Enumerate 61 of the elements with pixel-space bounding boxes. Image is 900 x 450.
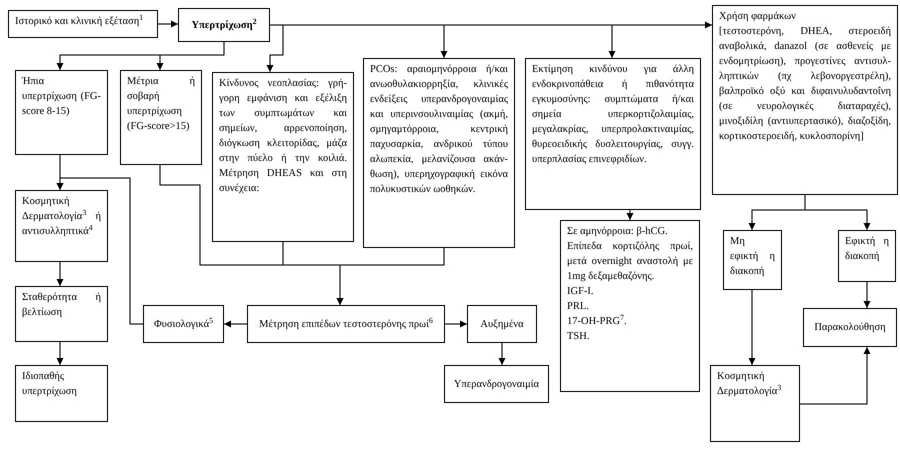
process-box bbox=[560, 220, 700, 392]
arrow bbox=[748, 290, 756, 366]
arrow bbox=[56, 342, 64, 366]
box-text: Παρακολούθηση bbox=[813, 321, 887, 335]
box-text: Κίνδυνος νεοπλασίας: γρή-γορη εμφάνιση και εξέλιξη των συμπτωμάτων και σημείων, αρρενοποίηση, διόγκωση κλειτορίδας, μάζα στην πύελο ή την κοιλιά. Μέτρηση DHEAS και στη συνέχεια: bbox=[219, 77, 347, 196]
process-box bbox=[363, 58, 515, 248]
arrow bbox=[800, 346, 870, 404]
box-text: Κοσμητική Δερματολογία$^{3}$ bbox=[717, 370, 782, 399]
box-text: PCOs: αραιομηνόρροια ή/και ανωοθυλακιορρηξία, κλινικές ενδείξεις υπερανδρογοναιμίας και υπερινσουλιναιμίας (ακμή, σμηγαμτόρροια, κεντρική παχυσαρκία, ανδρικού τύπου αλωπεκία, μελανίζουσα ακάν-θωση), υπερηχογραφική εικόνα πολυκυστικών ωοθηκών. bbox=[370, 63, 508, 197]
process-box bbox=[15, 286, 108, 342]
box-text: Εφικτή η διακοπή bbox=[845, 235, 889, 264]
box-text: Ήπια υπερτρίχωση (FG-score 8-15) bbox=[22, 75, 101, 119]
box-text: IGF-I. bbox=[567, 285, 595, 299]
process-box bbox=[15, 190, 108, 262]
box-text: Υπερανδρογοναιμία bbox=[452, 378, 540, 392]
process-box bbox=[247, 305, 445, 343]
arrow bbox=[266, 24, 284, 72]
box-text: Αυξημένα bbox=[479, 318, 525, 332]
arrow bbox=[864, 282, 870, 308]
process-box bbox=[712, 5, 898, 195]
process-box bbox=[710, 365, 800, 442]
box-text: Σταθερότητα ή βελτίωση bbox=[22, 291, 101, 320]
box-text: Μέτρια ή σοβαρή υπερτρίχωση (FG-score>15) bbox=[127, 75, 195, 134]
box-text: Σε αμηνόρροια: β-hCG. bbox=[567, 225, 669, 239]
process-box bbox=[8, 10, 158, 38]
process-box bbox=[15, 365, 108, 422]
box-text: Ιδιοπαθής υπερτρίχωση bbox=[22, 370, 78, 399]
process-box bbox=[120, 70, 202, 165]
box-text: Ιστορικό και κλινική εξέταση$^{1}$ bbox=[15, 14, 144, 29]
box-text: Χρήση φαρμάκων bbox=[719, 10, 797, 24]
box-text: Εκτίμηση κινδύνου για άλλη ενδοκρινοπάθεια ή πιθανότητα εγκυμοσύνης: συμπτώματα ή/και σημεία υπερκορτιζολαιμίας, μεγαλακρίας, υπερπρολακτιναιμίας, θυρεοειδικής δυσλειτουργίας, συγγ. υπερπλασίας επινεφριδίων. bbox=[532, 63, 694, 167]
box-text: [τεστοστερόνη, DHEA, στεροειδή αναβολικά, danazol (σε ασθενείς με ενδομητρίωση), προγεστίνες αντισυλ-ληπτικών (πχ λεβονοργεστρέλη), βαλπροϊκό οξύ και διφαινυλυδαντοΐνη (σε νευρολογικές διαταραχές), μινοξιδίλη (αντιυπερτασικό), διαζοξίδη, κορτικοστεροειδή, κυκλοσπορίνη] bbox=[719, 25, 891, 144]
process-box bbox=[838, 230, 896, 282]
box-text: Κοσμητική Δερματολογία$^{3}$ ή αντισυλληπτικά$^{4}$ bbox=[22, 195, 101, 239]
box-text: Φυσιολογικά$^{5}$ bbox=[152, 316, 214, 332]
process-box bbox=[803, 308, 897, 347]
process-box bbox=[525, 58, 701, 210]
box-text: Μη εφικτή η διακοπή bbox=[730, 235, 775, 279]
arrow bbox=[498, 342, 506, 366]
arrow bbox=[158, 20, 178, 28]
box-text: Υπερτρίχωση$^{2}$ bbox=[190, 18, 258, 32]
process-box bbox=[467, 305, 537, 343]
arrow bbox=[804, 194, 870, 230]
arrow bbox=[224, 320, 248, 328]
arrow bbox=[444, 320, 468, 328]
arrow bbox=[626, 210, 634, 220]
box-text: TSH. bbox=[567, 330, 590, 344]
box-text: PRL. bbox=[567, 300, 590, 314]
arrow bbox=[336, 248, 444, 306]
process-box bbox=[723, 230, 782, 290]
arrow bbox=[156, 42, 224, 70]
arrow bbox=[56, 262, 64, 286]
box-text: 17-OH-PRG$^{7}$. bbox=[567, 314, 628, 329]
process-box bbox=[444, 365, 549, 403]
box-text: Μέτρηση επιπέδων τεστοστερόνης πρωί$^{6}$ bbox=[258, 316, 434, 332]
box-text: Επίπεδα κορτιζόλης πρωί, μετά overnight αναστολή με 1mg δεξαμεθαζόνης. bbox=[567, 240, 693, 284]
arrow bbox=[56, 178, 144, 324]
process-box bbox=[15, 70, 108, 155]
process-box bbox=[143, 305, 224, 343]
process-box bbox=[212, 72, 354, 242]
process-box bbox=[178, 8, 270, 42]
